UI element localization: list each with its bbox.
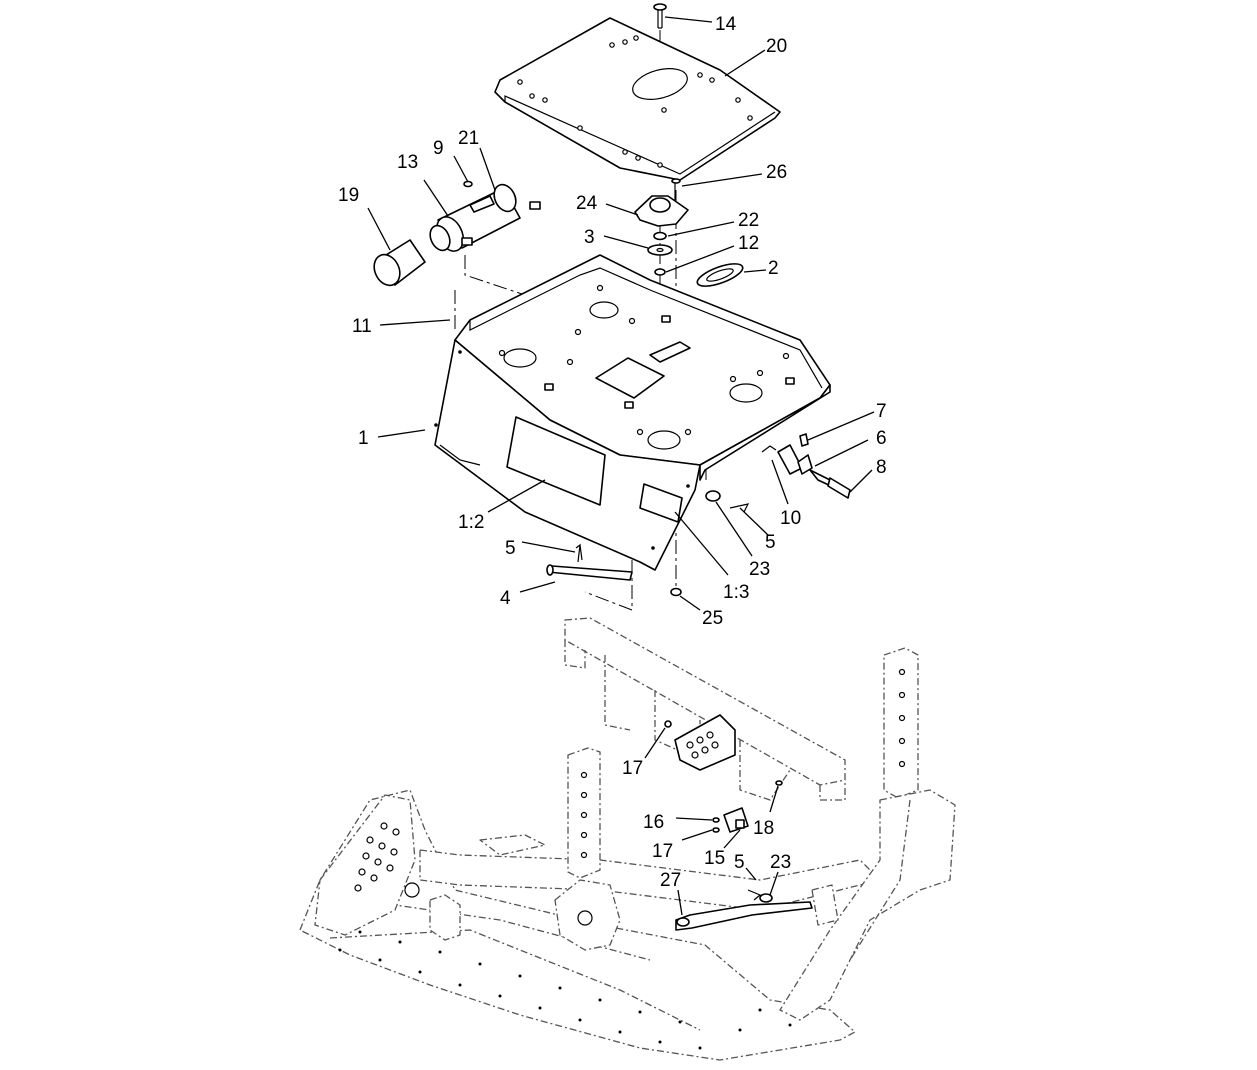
floor-perforations: [338, 930, 792, 1050]
callout-c16: 16: [643, 812, 664, 833]
left-post-holes: [580, 771, 588, 859]
callout-c22: 22: [738, 210, 759, 231]
spacer-3: [647, 244, 673, 256]
callout-c15: 15: [704, 848, 725, 869]
console-small-holes: [498, 284, 790, 436]
callout-c25: 25: [702, 608, 723, 629]
actuator-rod: [675, 901, 813, 931]
switch-assembly: [664, 714, 813, 931]
callout-c10: 10: [780, 508, 801, 529]
callout-c2: 2: [768, 258, 779, 279]
cotter-pin-left: [575, 543, 583, 563]
grommet-2: [696, 263, 744, 287]
hinge-pin: [546, 564, 633, 581]
latch-hardware: [705, 433, 851, 513]
callout-c1: 1: [358, 428, 369, 449]
callout-c5c: 5: [734, 852, 745, 873]
main-console-pan: [434, 254, 831, 571]
callout-c1-2: 1:2: [458, 512, 484, 533]
callout-c9: 9: [433, 138, 444, 159]
cup-holder-assembly: [373, 180, 541, 287]
left-side-plate: [314, 794, 416, 936]
callout-c20: 20: [766, 36, 787, 57]
bottom-nut-25: [670, 587, 682, 597]
callout-c21: 21: [458, 128, 479, 149]
decal-1-2: [506, 416, 606, 506]
callout-c8: 8: [876, 457, 887, 478]
callout-c13: 13: [397, 152, 418, 173]
callout-c19: 19: [338, 185, 359, 206]
left-plate-holes: [354, 822, 400, 892]
callout-c6: 6: [876, 428, 887, 449]
callout-c1-3: 1:3: [723, 582, 749, 603]
clevis-pin: [653, 3, 667, 29]
callout-c23a: 23: [749, 559, 770, 580]
callout-c11: 11: [352, 316, 372, 337]
seat-mount-plate: [494, 17, 781, 181]
callout-c7: 7: [876, 401, 887, 422]
console-right-panel: [699, 384, 831, 481]
callout-c24: 24: [576, 193, 598, 214]
decal-1-3: [639, 483, 683, 523]
washer-22: [653, 231, 667, 241]
seat-plate-holes: [517, 35, 753, 168]
callout-c27: 27: [660, 870, 681, 891]
callout-c18: 18: [753, 818, 774, 839]
callout-c3: 3: [584, 227, 595, 248]
callout-c12: 12: [738, 233, 759, 254]
right-post-holes: [898, 668, 906, 768]
nut-12: [654, 268, 666, 276]
callout-c17b: 17: [652, 841, 673, 862]
leader-lines: [367, 16, 875, 916]
callout-c14: 14: [715, 14, 737, 35]
right-vertical-post: [883, 647, 919, 799]
latch-bracket: [634, 178, 689, 227]
switch-contacts: [686, 731, 719, 759]
right-side-rail: [779, 789, 956, 1021]
callout-c5b: 5: [765, 532, 776, 553]
callout-c26: 26: [766, 162, 787, 183]
chassis-frame: [299, 617, 956, 1061]
callout-c5a: 5: [505, 538, 516, 559]
callout-c23b: 23: [770, 852, 791, 873]
callout-c4: 4: [500, 588, 511, 609]
callout-c17a: 17: [622, 758, 643, 779]
